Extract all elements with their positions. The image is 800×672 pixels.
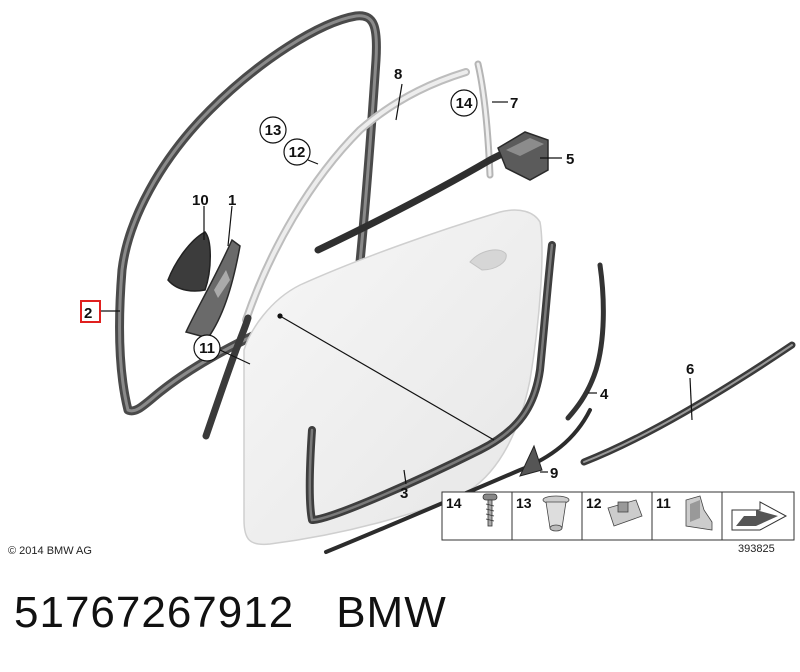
pillar-seal-strip xyxy=(202,314,252,440)
callout-11-circle: 11 xyxy=(193,334,221,362)
copyright-text: © 2014 BMW AG xyxy=(8,545,92,557)
part-caption: 51767267912 BMW xyxy=(14,588,447,638)
legend-num-11: 11 xyxy=(656,495,671,511)
legend-num-13: 13 xyxy=(516,495,532,511)
svg-text:14: 14 xyxy=(456,95,473,112)
brand-name: BMW xyxy=(336,588,447,637)
window-guide-strip xyxy=(242,68,470,324)
callout-7: 7 xyxy=(510,95,518,112)
callout-14-circle: 14 xyxy=(450,89,478,117)
callout-13-circle: 13 xyxy=(259,116,287,144)
svg-text:12: 12 xyxy=(289,144,306,161)
leader-lines xyxy=(100,83,693,485)
part-number: 51767267912 xyxy=(14,588,295,637)
fastener-legend: 14 13 12 11 xyxy=(441,491,795,541)
callout-4: 4 xyxy=(600,386,609,403)
door-edge-seal xyxy=(305,241,556,524)
callout-10: 10 xyxy=(192,192,209,209)
callout-5: 5 xyxy=(566,151,574,168)
mirror-triangle-cover xyxy=(167,231,211,292)
callout-8: 8 xyxy=(394,66,402,83)
svg-text:13: 13 xyxy=(265,122,282,139)
retainer-clip-icon xyxy=(685,495,713,531)
mirror-base-bracket xyxy=(184,238,241,339)
sill-trim-strip xyxy=(580,341,796,466)
door-panel xyxy=(243,209,543,546)
selected-part-highlight xyxy=(80,300,101,323)
callout-6: 6 xyxy=(686,361,694,378)
svg-text:11: 11 xyxy=(199,340,215,357)
legend-num-14: 14 xyxy=(446,495,462,511)
callout-3: 3 xyxy=(400,485,408,502)
diagram-number: 393825 xyxy=(738,543,775,555)
small-bracket xyxy=(519,444,543,477)
screw-icon xyxy=(482,493,498,527)
b-pillar-seal xyxy=(565,262,606,421)
callout-1: 1 xyxy=(228,192,236,209)
clip-icon xyxy=(607,499,643,527)
arrow-icon xyxy=(731,501,788,531)
expanding-nut-icon xyxy=(542,495,570,532)
lower-sill-seal xyxy=(324,408,592,554)
callout-9: 9 xyxy=(550,465,558,482)
legend-num-12: 12 xyxy=(586,495,602,511)
callout-2: 2 xyxy=(84,305,92,322)
window-bracket xyxy=(497,131,549,181)
callout-12-circle: 12 xyxy=(283,138,311,166)
